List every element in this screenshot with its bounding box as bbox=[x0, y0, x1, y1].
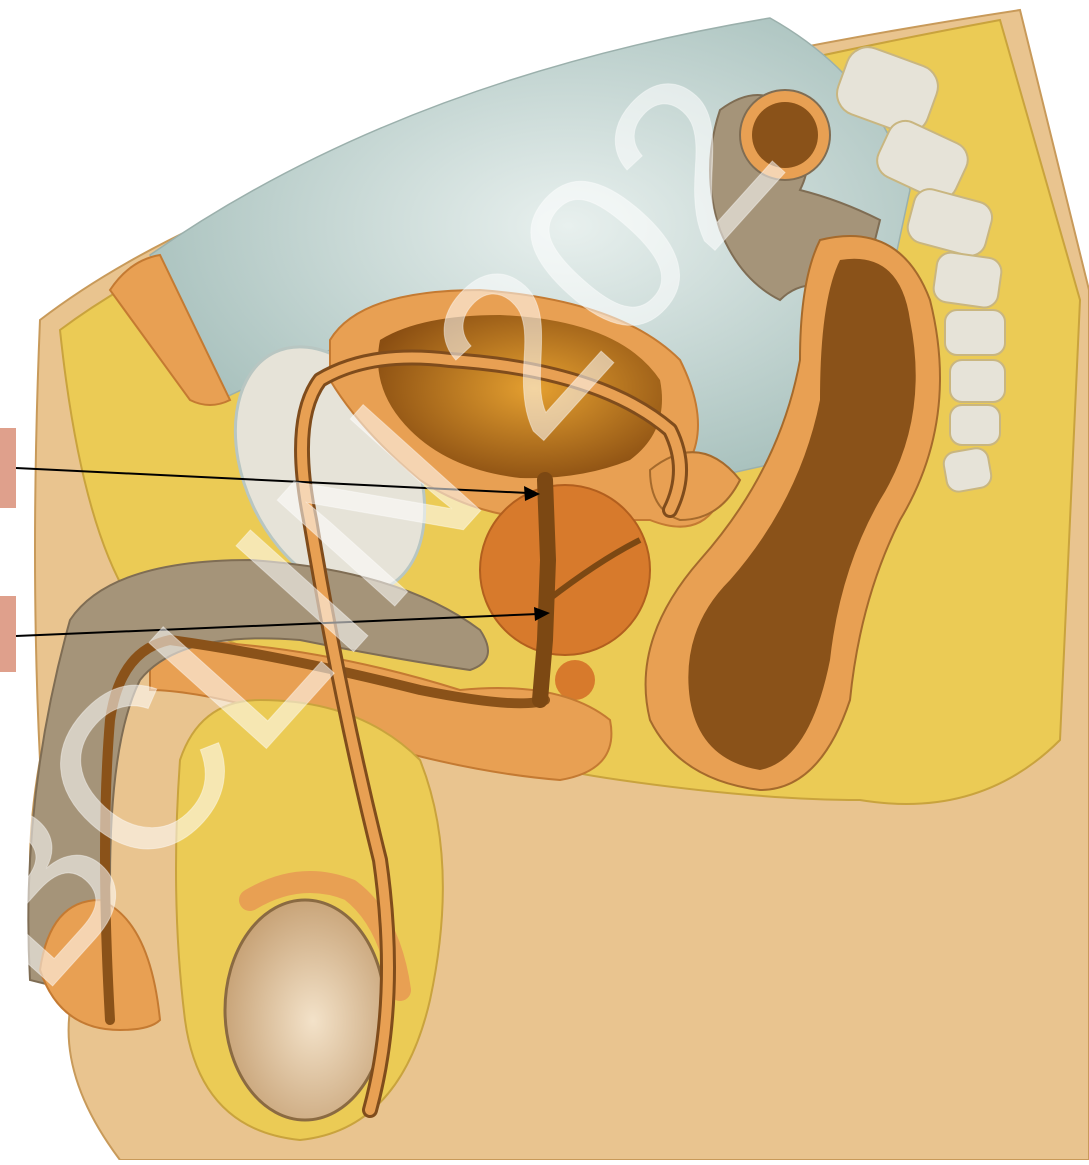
label-box-2 bbox=[0, 596, 16, 672]
testis bbox=[225, 900, 385, 1120]
label-box-1 bbox=[0, 428, 16, 508]
bulbourethral-gland bbox=[555, 660, 595, 700]
